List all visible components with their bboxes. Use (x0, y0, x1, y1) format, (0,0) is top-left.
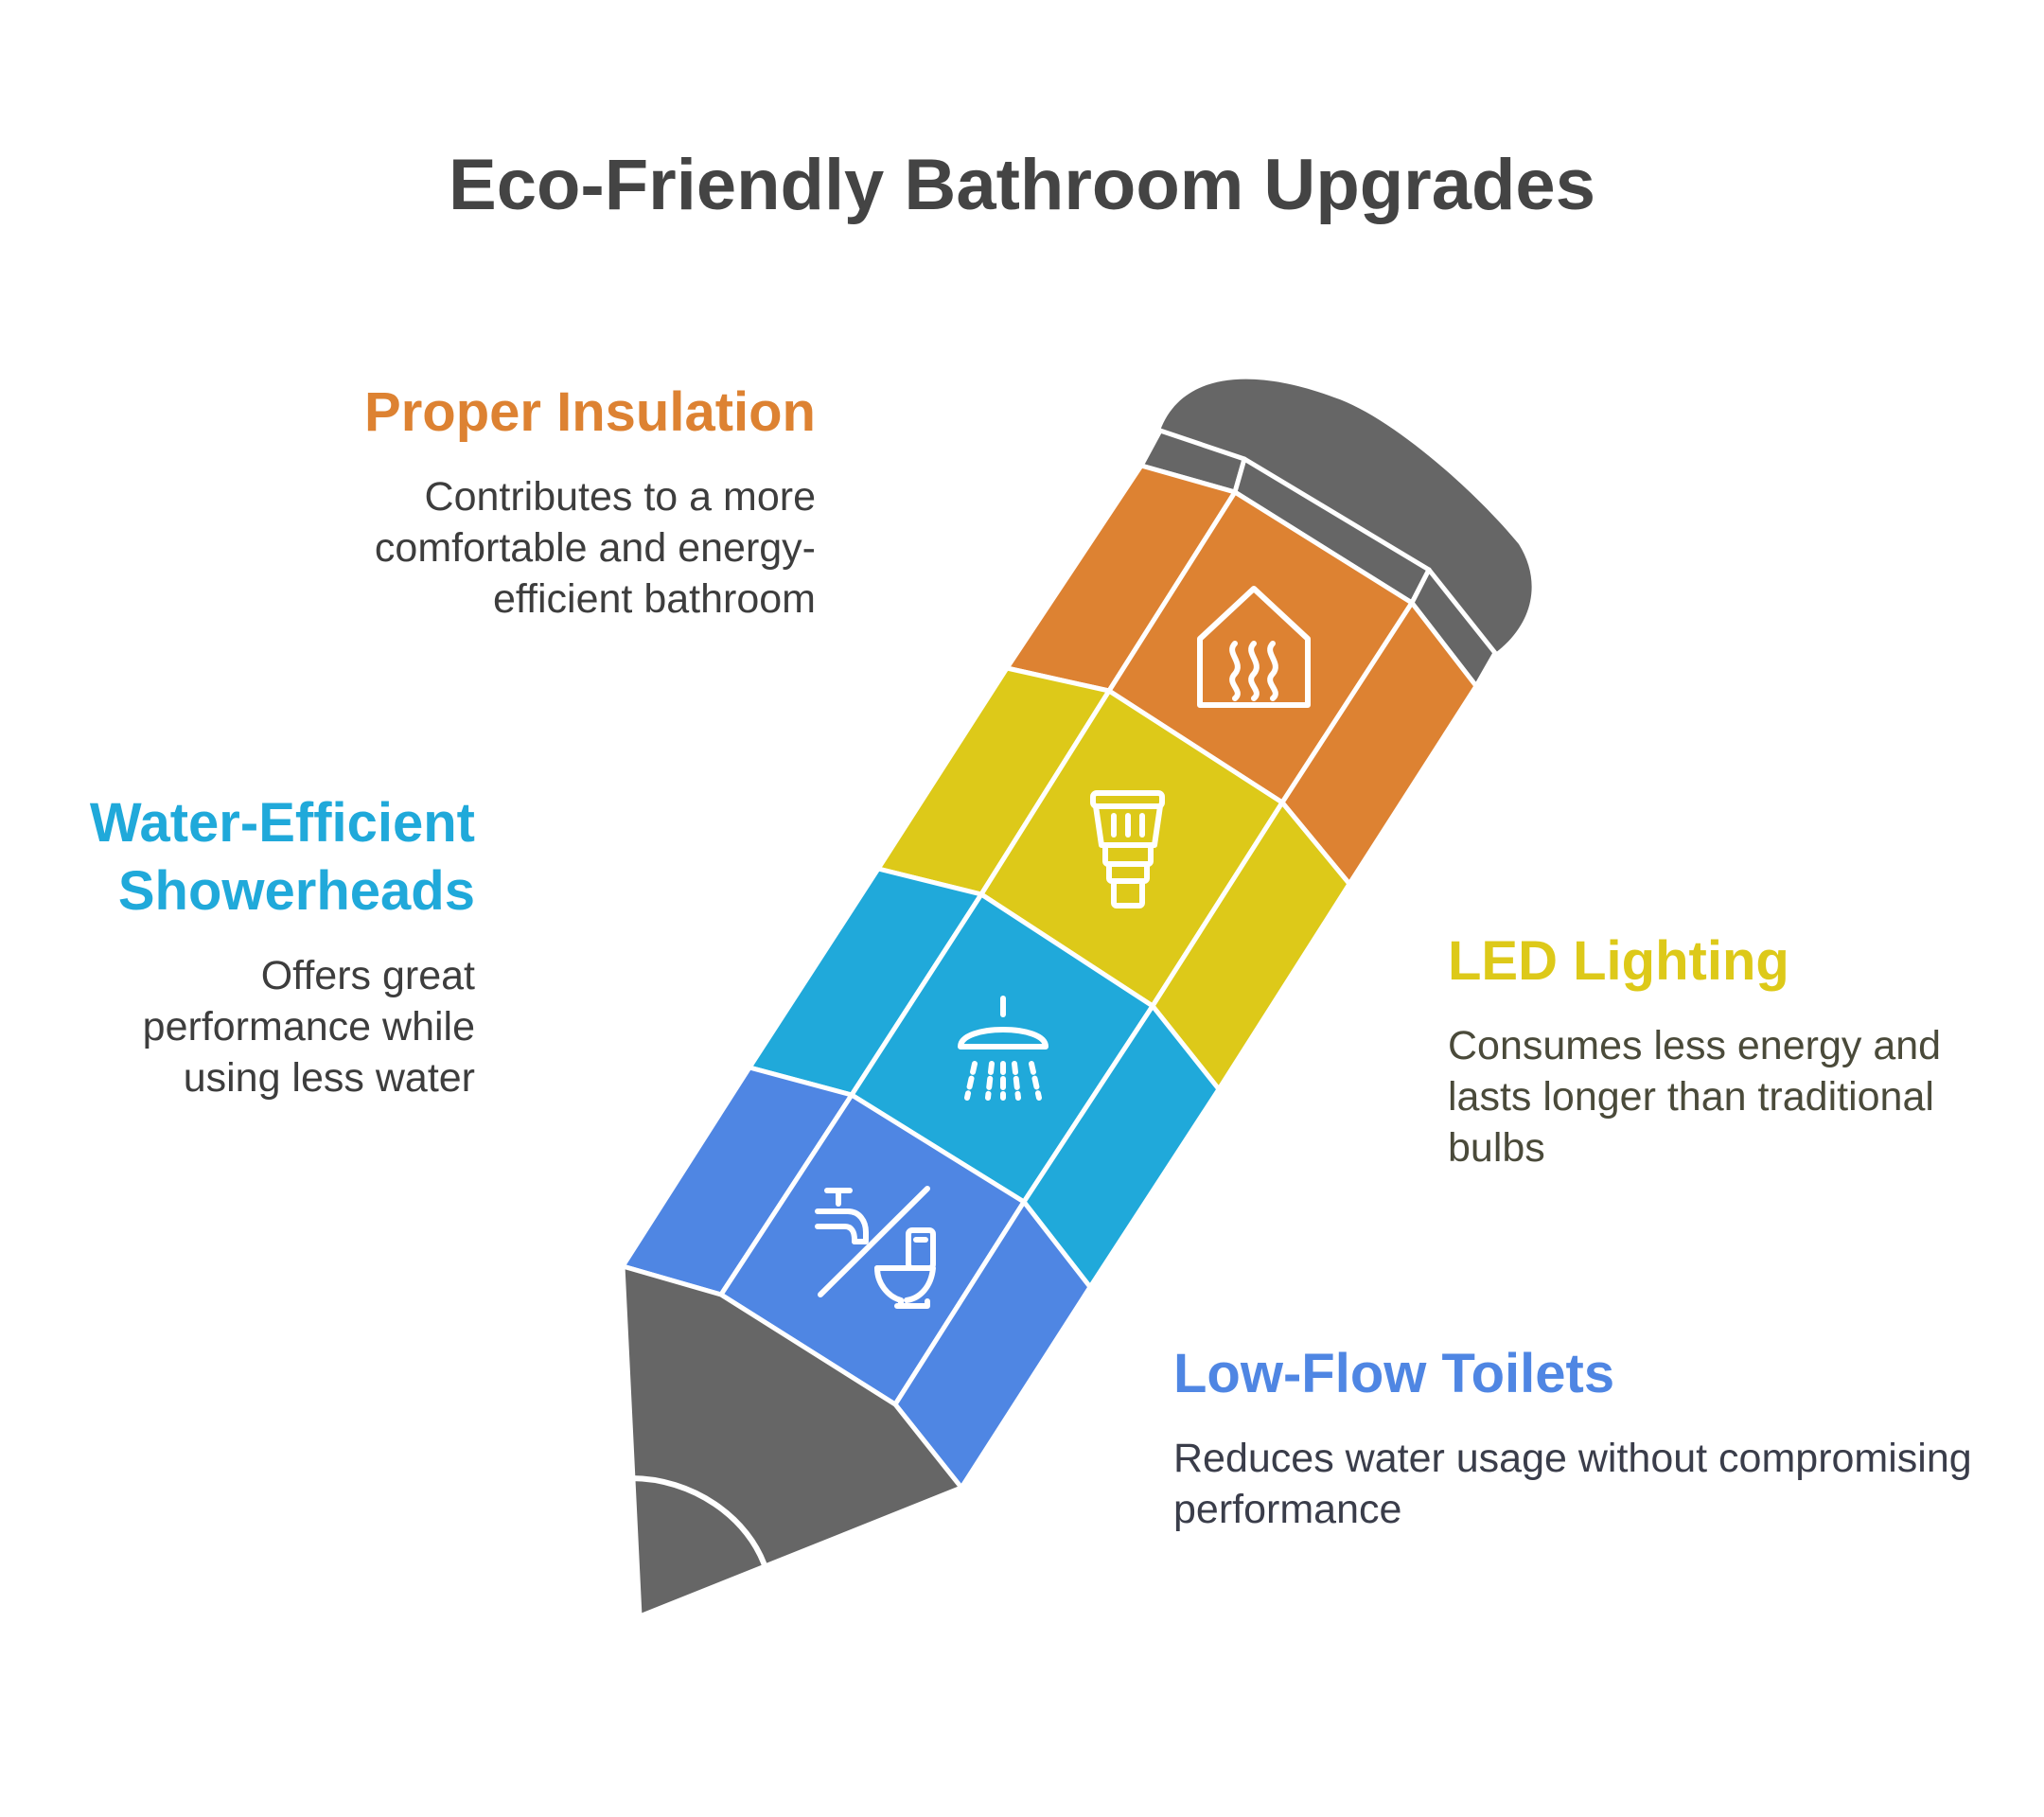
lighting-description: Consumes less energy and lasts longer th… (1448, 1023, 1942, 1171)
faucet-toilet-icon (815, 1186, 936, 1309)
insulation-description: Contributes to a more comfortable and en… (374, 474, 816, 622)
lighting-block: LED Lighting Consumes less energy and la… (1448, 927, 1978, 1173)
toilets-block: Low-Flow Toilets Reduces water usage wit… (1173, 1340, 2044, 1535)
led-bulb-icon (1090, 790, 1165, 908)
toilets-title: Low-Flow Toilets (1173, 1343, 1615, 1404)
showerhead-icon (958, 996, 1048, 1101)
toilets-description: Reduces water usage without compromising… (1173, 1436, 1972, 1532)
insulation-block: Proper Insulation Contributes to a more … (284, 379, 816, 625)
page-title: Eco-Friendly Bathroom Upgrades (449, 145, 1595, 225)
showerheads-block: Water-Efficient Showerheads Offers great… (57, 789, 475, 1103)
insulation-title: Proper Insulation (364, 381, 816, 443)
showerheads-description: Offers great performance while using les… (142, 953, 475, 1101)
lighting-title: LED Lighting (1448, 930, 1789, 992)
pencil-tip-lead-line (628, 1475, 769, 1574)
pencil-tip (620, 1263, 964, 1619)
showerheads-title: Water-Efficient Showerheads (89, 792, 475, 922)
heated-house-icon (1197, 586, 1311, 708)
